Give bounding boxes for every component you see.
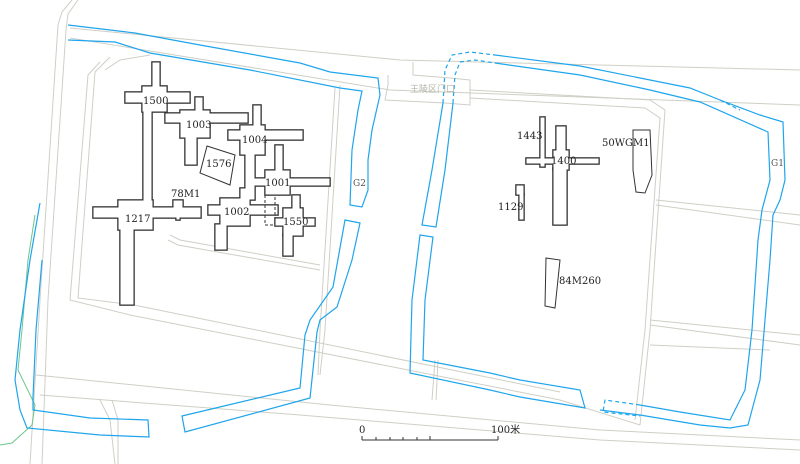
tomb-50wgm1-outline	[632, 129, 653, 194]
ditch-north-g2-upper	[67, 24, 381, 208]
tomb-label-84m260: 84M260	[559, 276, 601, 287]
tomb-label-1002: 1002	[224, 207, 249, 218]
tomb-1002-fill	[215, 224, 227, 250]
scale-bar: 0 100米	[359, 423, 520, 441]
tomb-label-1550: 1550	[283, 217, 308, 228]
tomb-label-1443: 1443	[517, 131, 542, 142]
tomb-1217-fill	[120, 228, 134, 305]
tomb-1217-fill	[93, 207, 201, 218]
tomb-1129-fill	[519, 194, 524, 220]
ditch-gate-dashed	[442, 51, 496, 104]
tomb-label-78m1: 78M1	[171, 189, 200, 200]
roads	[29, 0, 800, 464]
tomb-1003-fill	[195, 97, 203, 112]
tomb-label-1217: 1217	[125, 214, 150, 225]
tomb-1001-fill	[275, 145, 283, 172]
ditch-label-g2: G2	[353, 179, 366, 189]
tomb-1004-fill	[245, 153, 255, 200]
tomb-1550-fill	[275, 218, 315, 226]
tomb-label-1400: 1400	[551, 156, 576, 167]
ditch-label-g1: G1	[771, 159, 784, 169]
ditch-east-lower	[409, 234, 586, 409]
tomb-1400-fill	[556, 126, 566, 152]
tomb-1001-fill	[250, 178, 330, 186]
tomb-label-1003: 1003	[186, 120, 211, 131]
tomb-label-1001: 1001	[265, 178, 290, 189]
tomb-1500-fill	[152, 62, 160, 88]
tomb-1550-fill	[283, 234, 293, 256]
tomb-1003-fill	[165, 113, 248, 123]
tomb-1400-fill	[526, 158, 599, 164]
tomb-1129-fill	[516, 185, 524, 195]
tomb-1500-fill	[142, 86, 167, 112]
tomb-1004-fill	[228, 130, 303, 140]
tomb-84m260-outline	[544, 257, 561, 309]
tomb-label-50wgm1: 50WGM1	[602, 138, 650, 149]
ditch-g1-dashed-segments	[602, 99, 741, 417]
tomb-shaft-fill	[143, 110, 152, 202]
stream-line	[0, 214, 36, 446]
scale-end-label: 100米	[491, 423, 520, 436]
tomb-label-1129: 1129	[498, 202, 523, 213]
ditch-east-upper	[421, 102, 454, 228]
tomb-1002-fill	[208, 205, 278, 215]
tomb-1001-dashed-ramp	[264, 195, 276, 226]
tomb-1004-fill	[253, 105, 261, 127]
tomb-1550-fill	[292, 195, 300, 210]
tomb-1004-fill	[240, 125, 265, 155]
tomb-78m1-fill	[173, 200, 183, 213]
tomb-label-1004: 1004	[242, 135, 267, 146]
ditches	[14, 24, 786, 438]
tombs-fill	[93, 62, 599, 305]
tomb-1003-fill	[185, 135, 197, 165]
ditch-g1-outer	[494, 54, 786, 429]
ditch-g2-lower	[181, 219, 361, 433]
tomb-1576-outline	[199, 145, 236, 186]
tomb-label-1500: 1500	[143, 96, 168, 107]
tomb-78m1-fill	[176, 212, 180, 220]
tomb-1443-fill	[540, 117, 545, 167]
ditch-g1-inner	[494, 62, 771, 421]
tomb-1400-fill	[553, 168, 567, 225]
ditch-west	[14, 202, 150, 438]
tomb-1002-fill	[240, 188, 248, 200]
tomb-label-1576: 1576	[206, 159, 231, 170]
scale-start-label: 0	[359, 425, 365, 436]
gate-label: 王陵区门口	[410, 83, 455, 95]
